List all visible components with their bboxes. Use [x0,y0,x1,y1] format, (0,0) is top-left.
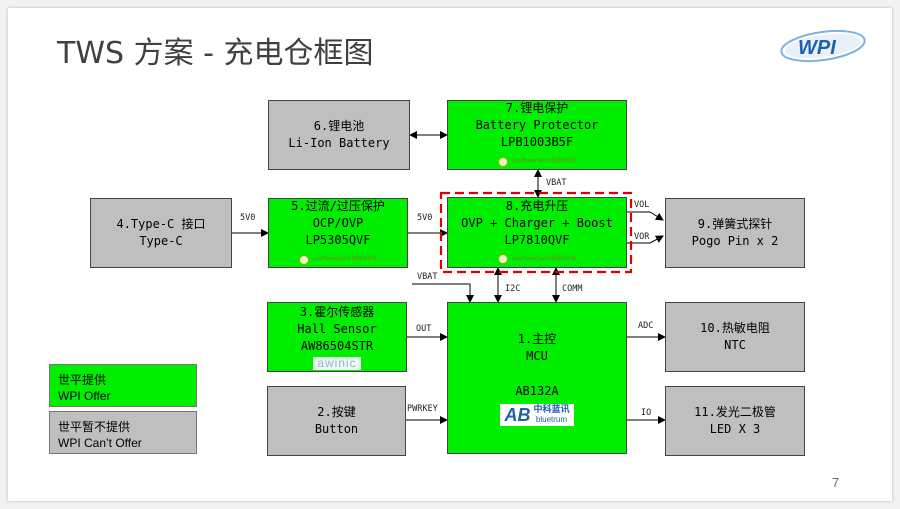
lowpowersemi-icon [298,254,309,265]
button-desc: Button [314,422,359,436]
battery-name: 6.锂电池 [313,119,365,133]
block-mcu: 1.主控 MCU AB132A AB 中科蓝讯 bluetrum [447,302,627,454]
signal-label-vbat-top: VBAT [546,178,567,188]
bluetrum-logo-cn: 中科蓝讯 [533,404,570,415]
block-protector: 7.锂电保护 Battery Protector LPB1003B5F LowP… [447,100,627,170]
protector-desc: Battery Protector [475,118,599,132]
block-typec: 4.Type-C 接口 Type-C [90,198,232,268]
wpi-logo: WPI [780,29,866,63]
hall-name: 3.霍尔传感器 [299,305,375,319]
block-ocp: 5.过流/过压保护 OCP/OVP LP5305QVF LowPowerSemi… [268,198,408,268]
bluetrum-logo: AB 中科蓝讯 bluetrum [500,403,574,426]
signal-label-i2c: I2C [505,284,521,294]
block-pogo: 9.弹簧式探针 Pogo Pin x 2 [665,198,805,268]
signal-label-out: OUT [416,324,432,334]
block-charger: 8.充电升压 OVP + Charger + Boost LP7810QVF L… [447,197,627,268]
signal-label-typec-5v: 5V0 [240,213,256,223]
mcu-name: 1.主控 [517,331,557,346]
signal-label-io: IO [641,408,652,418]
led-desc: LED X 3 [709,422,761,436]
pogo-desc: Pogo Pin x 2 [691,234,779,248]
block-hall: 3.霍尔传感器 Hall Sensor AW86504STR awinic [267,302,407,372]
lowpowersemi-logo-text: LowPowerSemi 微源半导体 [511,255,577,262]
block-ntc: 10.热敏电阻 NTC [665,302,805,372]
ntc-name: 10.热敏电阻 [700,321,770,335]
typec-name: 4.Type-C 接口 [116,217,206,231]
hall-part: AW86504STR [300,339,374,353]
ocp-desc: OCP/OVP [312,216,364,230]
signal-label-comm: COMM [562,284,583,294]
signal-label-vbat-mcu: VBAT [417,272,438,282]
lowpowersemi-logo: LowPowerSemi 微源半导体 [497,251,577,268]
charger-name: 8.充电升压 [505,198,569,213]
lowpowersemi-logo-text: LowPowerSemi 微源半导体 [312,256,378,262]
page-title: TWS 方案 - 充电仓框图 [57,36,374,71]
lowpowersemi-logo: LowPowerSemi 微源半导体 [298,251,378,268]
mcu-part: AB132A [515,383,559,398]
lowpowersemi-logo: LowPowerSemi 微源半导体 [497,153,577,170]
signal-label-ocp-5v: 5V0 [417,213,433,223]
pogo-name: 9.弹簧式探针 [697,217,773,231]
legend-wpi-cant-offer: 世平暂不提供 WPI Can’t Offer [49,411,197,454]
protector-name: 7.锂电保护 [505,101,569,115]
legend-offer-en: WPI Offer [58,389,111,403]
bluetrum-logo-mark: AB [504,404,531,425]
signal-label-vol: VOL [634,200,650,210]
charger-part: LP7810QVF [504,232,570,247]
lowpowersemi-icon [497,254,508,264]
battery-desc: Li-Ion Battery [288,136,390,150]
typec-desc: Type-C [139,234,183,248]
legend-wpi-offer: 世平提供 WPI Offer [49,364,197,407]
charger-desc: OVP + Charger + Boost [461,215,613,230]
awinic-logo: awinic [313,357,361,370]
protector-part: LPB1003B5F [500,135,574,149]
signal-label-adc: ADC [638,321,654,331]
legend-no-offer-cn: 世平暂不提供 [58,420,131,434]
led-name: 11.发光二极管 [694,405,776,419]
legend-no-offer-en: WPI Can’t Offer [58,436,142,450]
bluetrum-logo-en: bluetrum [535,414,568,424]
block-button: 2.按键 Button [267,386,406,456]
lowpowersemi-icon [497,156,508,167]
signal-label-vor: VOR [634,232,650,242]
block-battery: 6.锂电池 Li-Ion Battery [268,100,410,170]
ocp-name: 5.过流/过压保护 [291,199,385,213]
legend-offer-cn: 世平提供 [58,373,107,387]
ocp-part: LP5305QVF [305,233,371,247]
hall-desc: Hall Sensor [297,322,377,336]
block-led: 11.发光二极管 LED X 3 [665,386,805,456]
page-number: 7 [832,475,840,490]
ntc-desc: NTC [724,338,746,352]
signal-label-pwrkey: PWRKEY [407,404,438,414]
lowpowersemi-logo-text: LowPowerSemi 微源半导体 [511,158,577,164]
button-name: 2.按键 [317,405,356,419]
wpi-logo-text: WPI [798,37,836,59]
mcu-desc: MCU [526,348,548,363]
